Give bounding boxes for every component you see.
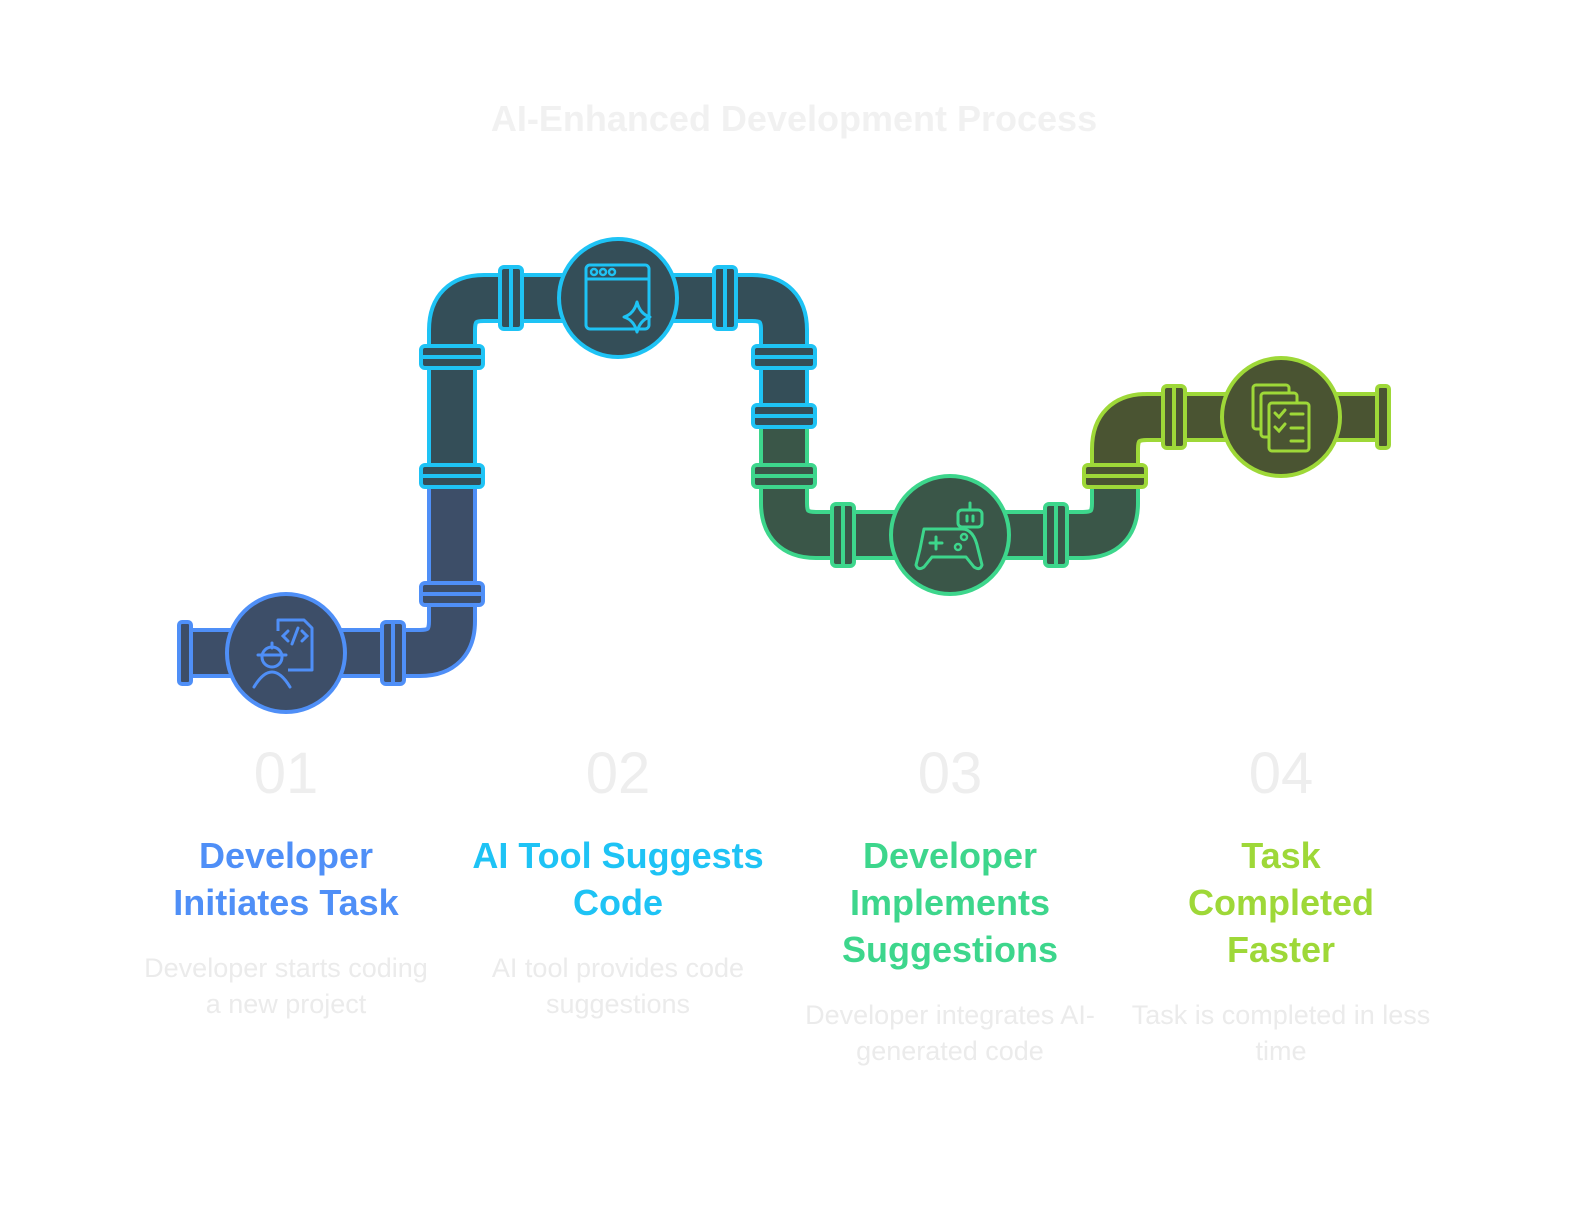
pipe-body [1094, 396, 1383, 482]
step-circle [557, 237, 679, 359]
step-node [557, 237, 679, 359]
step-heading: Developer Implements Suggestions [841, 835, 1059, 970]
browser-sparkle-icon [584, 263, 652, 334]
step-description: AI tool provides code suggestions [491, 953, 745, 1019]
step-number: 03 [917, 741, 983, 806]
gamepad-robot-icon [914, 501, 984, 571]
step-node [1220, 356, 1342, 478]
step-heading: Task Completed Faster [1187, 835, 1374, 970]
step-node [889, 474, 1011, 596]
step-heading: Developer Initiates Task [173, 835, 399, 923]
step-heading: AI Tool Suggests Code [472, 835, 764, 923]
developer-code-icon [252, 618, 314, 689]
pipe-end-cap [1375, 384, 1391, 450]
step-number: 02 [585, 741, 651, 806]
pipe-end-cap [177, 620, 193, 686]
checklist-documents-icon [1251, 383, 1311, 453]
step-node [225, 592, 347, 714]
step-description: Developer integrates AI-generated code [805, 1000, 1095, 1066]
step-description: Task is completed in less time [1131, 1000, 1431, 1066]
pipe-body [185, 470, 473, 674]
step-number: 01 [253, 741, 319, 806]
diagram-title: AI-Enhanced Development Process [490, 98, 1098, 139]
step-description: Developer starts coding a new project [144, 953, 428, 1019]
step-circle [889, 474, 1011, 596]
step-circle [225, 592, 347, 714]
step-number: 04 [1248, 741, 1314, 806]
